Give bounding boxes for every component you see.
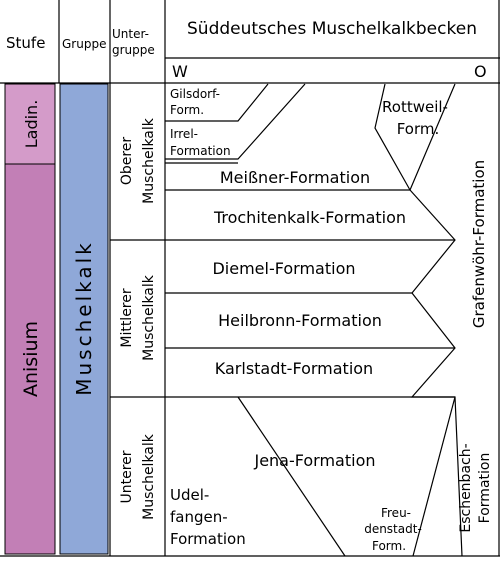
header-west: W	[172, 62, 188, 81]
formation-trochitenkalk: Trochitenkalk-Formation	[213, 208, 406, 227]
formation-freudenstadt-2: denstadt-	[364, 522, 422, 536]
formation-gilsdorf-2: Form.	[170, 103, 204, 117]
anisium-bar	[4, 163, 56, 555]
formation-rottweil-2: Form.	[397, 120, 440, 138]
formation-udelfangen-2: fangen-	[170, 508, 228, 526]
gruppe-name: Muschelkalk	[72, 240, 96, 396]
untergruppe-oberer-1: Oberer	[119, 137, 135, 186]
formation-rottweil-1: Rottweil-	[382, 98, 448, 116]
header-stufe: Stufe	[6, 34, 45, 52]
stufe-ladin: Ladin.	[22, 100, 41, 149]
formation-diemel: Diemel-Formation	[212, 259, 355, 278]
gruppe-bar	[59, 83, 109, 555]
untergruppe-mittlerer-2: Muschelkalk	[141, 274, 157, 361]
untergruppe-mittlerer-1: Mittlerer	[119, 288, 135, 348]
header-gruppe: Gruppe	[62, 37, 106, 51]
formation-irrel-2: Formation	[170, 144, 231, 158]
formation-karlstadt: Karlstadt-Formation	[215, 359, 373, 378]
formation-freudenstadt-3: Form.	[372, 539, 406, 553]
formation-heilbronn: Heilbronn-Formation	[218, 311, 382, 330]
stufe-anisium: Anisium	[20, 321, 42, 397]
formation-grafenwoehr: Grafenwöhr-Formation	[470, 160, 488, 328]
header-title: Süddeutsches Muschelkalkbecken	[187, 19, 477, 39]
untergruppe-unterer-2: Muschelkalk	[141, 433, 157, 520]
ladin-bar	[4, 83, 56, 165]
formation-freudenstadt-1: Freu-	[381, 506, 411, 520]
formation-jena: Jena-Formation	[253, 451, 375, 470]
header-east: O	[474, 62, 487, 81]
formation-gilsdorf-1: Gilsdorf-	[170, 87, 220, 101]
formation-eschenbach-2: Formation	[477, 453, 493, 524]
formation-udelfangen-1: Udel-	[170, 486, 209, 504]
formation-lines	[165, 83, 463, 557]
header-untergruppe-1: Unter-	[112, 27, 149, 41]
formation-udelfangen-3: Formation	[170, 530, 246, 548]
formation-meissner: Meißner-Formation	[220, 168, 370, 187]
untergruppe-unterer-1: Unterer	[119, 450, 135, 503]
untergruppe-oberer-2: Muschelkalk	[141, 117, 157, 204]
header-untergruppe-2: gruppe	[112, 43, 155, 57]
formation-irrel-1: Irrel-	[170, 127, 198, 141]
formation-eschenbach-1: Eschenbach-	[458, 443, 474, 532]
